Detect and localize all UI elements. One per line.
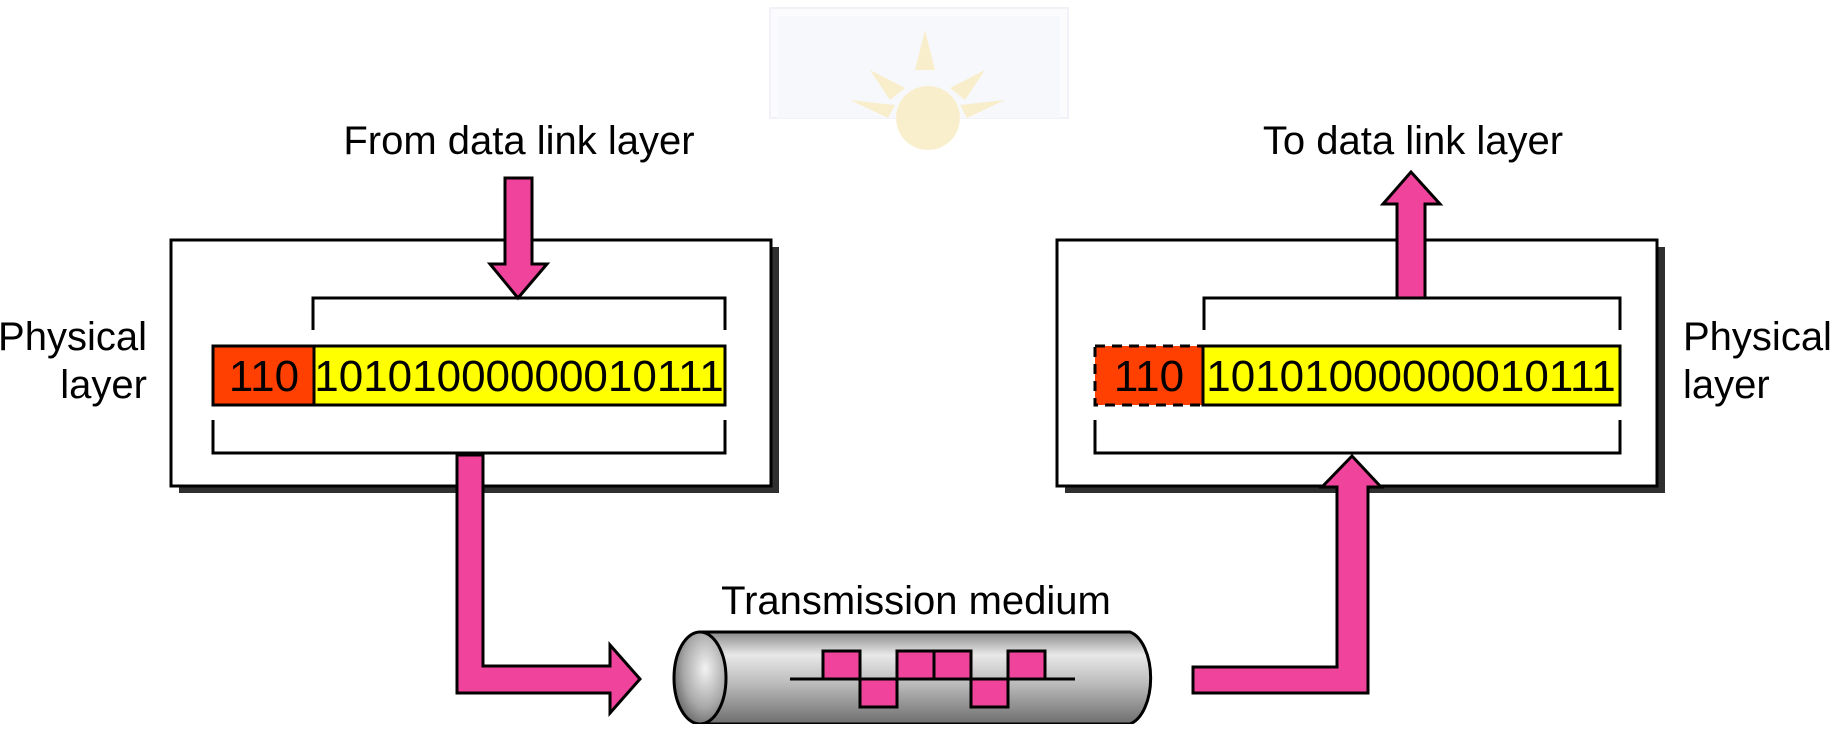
left-data-field xyxy=(312,344,727,407)
right-up-arrow xyxy=(1379,169,1444,300)
left-down-arrow xyxy=(486,176,551,301)
signal-waveform xyxy=(790,649,1075,709)
right-data-field xyxy=(1201,344,1622,407)
left-top-bracket xyxy=(311,296,727,330)
left-header-bits: 110 xyxy=(229,352,299,401)
right-layer-label-layer: layer xyxy=(1683,363,1770,407)
left-data-bits: 10101000000010111 xyxy=(314,352,723,401)
medium-to-right-arrow xyxy=(1191,453,1385,695)
left-header-field xyxy=(211,344,316,407)
right-header-bits: 110 xyxy=(1114,352,1184,401)
left-to-medium-arrow xyxy=(455,453,643,717)
right-dest-label: To data link layer xyxy=(1263,119,1563,163)
right-layer-label-physical: Physical xyxy=(1683,315,1831,359)
right-bottom-bracket xyxy=(1093,420,1622,455)
right-top-bracket xyxy=(1202,296,1622,330)
left-source-label: From data link layer xyxy=(343,119,694,163)
right-header-field xyxy=(1093,344,1205,407)
left-layer-label-layer: layer xyxy=(60,363,147,407)
medium-label: Transmission medium xyxy=(721,579,1111,623)
logo-watermark xyxy=(769,7,1069,150)
right-data-bits: 10101000000010111 xyxy=(1206,352,1615,401)
left-bottom-bracket xyxy=(211,420,727,455)
left-layer-label-physical: Physical xyxy=(0,315,147,359)
